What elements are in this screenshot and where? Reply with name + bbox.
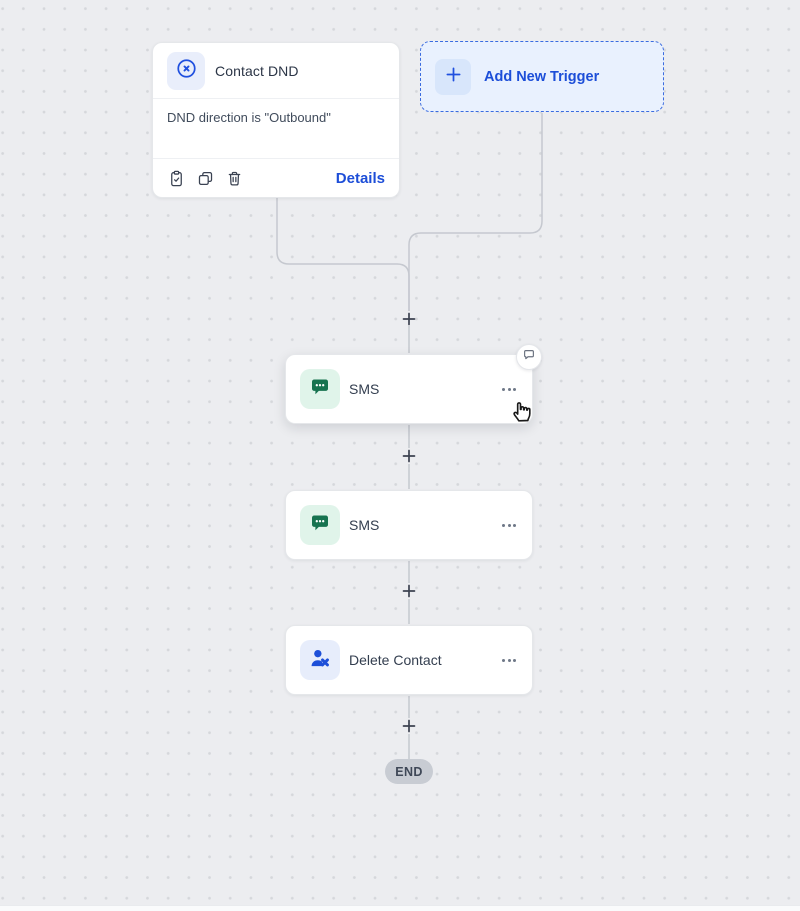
trigger-card-header: Contact DND — [153, 43, 399, 99]
copy-icon[interactable] — [196, 169, 215, 188]
action-label: SMS — [349, 517, 380, 533]
trigger-condition: DND direction is "Outbound" — [167, 110, 331, 125]
more-options-icon[interactable] — [500, 382, 518, 397]
sms-icon-tile — [300, 505, 340, 545]
circle-x-icon — [175, 57, 198, 85]
action-label: SMS — [349, 381, 380, 397]
action-card-sms-2[interactable]: SMS — [285, 490, 533, 560]
trigger-card-footer: Details — [153, 158, 399, 198]
plus-icon — [443, 64, 464, 90]
trigger-title: Contact DND — [215, 62, 299, 79]
contact-dnd-icon-tile — [167, 51, 205, 90]
speech-bubble-icon — [522, 348, 536, 367]
action-label: Delete Contact — [349, 652, 442, 668]
sms-icon-tile — [300, 369, 340, 409]
add-trigger-label: Add New Trigger — [484, 68, 600, 85]
trigger-card-contact-dnd[interactable]: Contact DND DND direction is "Outbound" — [152, 42, 400, 198]
action-card-sms-1[interactable]: SMS — [285, 354, 533, 424]
more-options-icon[interactable] — [500, 653, 518, 668]
person-x-icon — [307, 645, 333, 676]
comment-bubble-button[interactable] — [516, 344, 542, 370]
sms-chat-icon — [308, 511, 332, 540]
clipboard-check-icon[interactable] — [167, 169, 186, 188]
add-step-button-2[interactable] — [401, 448, 417, 464]
delete-contact-icon-tile — [300, 640, 340, 680]
add-new-trigger-button[interactable]: Add New Trigger — [420, 41, 664, 112]
add-trigger-plus-tile — [435, 58, 471, 95]
action-card-delete-contact[interactable]: Delete Contact — [285, 625, 533, 695]
add-step-button-4[interactable] — [401, 718, 417, 734]
end-badge: END — [385, 759, 433, 784]
add-step-button-3[interactable] — [401, 583, 417, 599]
add-step-button-1[interactable] — [401, 311, 417, 327]
canvas-bottom-edge — [0, 905, 800, 911]
trash-icon[interactable] — [225, 169, 244, 188]
sms-chat-icon — [308, 375, 332, 404]
details-link[interactable]: Details — [335, 170, 385, 187]
more-options-icon[interactable] — [500, 518, 518, 533]
